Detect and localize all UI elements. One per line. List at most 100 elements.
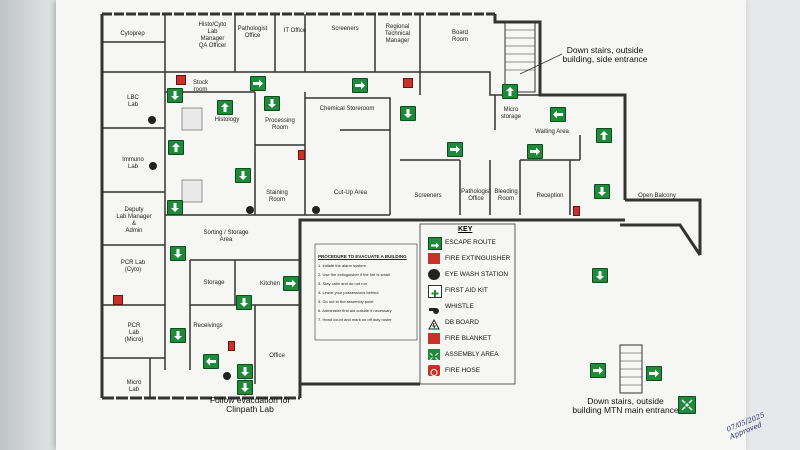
assembly-area-icon <box>678 396 696 414</box>
escape-arrow-icon <box>168 140 184 155</box>
fire-hose-icon <box>176 75 186 85</box>
fire-extinguisher-icon <box>573 206 580 216</box>
annotation-follow-evacuation: Follow evacuation for Clinpath Lab <box>209 395 291 414</box>
escape-arrow-icon <box>236 295 252 310</box>
eye-wash-icon <box>148 116 156 124</box>
key-label: EYE WASH STATION <box>445 271 509 278</box>
escape-arrow-icon <box>590 363 606 378</box>
fire-extinguisher-icon <box>228 341 235 351</box>
room-label-regional-technical-manager: Regional Technical Manager <box>384 24 410 44</box>
room-label-pathologist-office-mid: Pathologist Office <box>461 189 491 202</box>
key-label: FIRST AID KIT <box>445 287 488 294</box>
escape-arrow-icon <box>352 78 368 93</box>
escape-arrow-icon <box>203 354 219 369</box>
key-item-db-board: DB BOARD <box>423 316 515 330</box>
room-label-it-office: IT Office <box>283 28 307 34</box>
fire-hose-icon <box>428 365 440 376</box>
fire-hose-icon <box>403 78 413 88</box>
escape-arrow-icon <box>646 366 662 381</box>
room-label-histology: Histology <box>214 117 240 123</box>
db-board-icon <box>428 317 440 330</box>
key-label: FIRE HOSE <box>445 367 481 374</box>
legend-key: KEY ESCAPE ROUTE FIRE EXTINGUISHER EYE W… <box>423 224 515 384</box>
escape-arrow-icon <box>596 128 612 143</box>
room-label-chemical-storeroom: Chemical Storeroom <box>319 106 375 112</box>
escape-arrow-icon <box>428 237 442 250</box>
escape-arrow-icon <box>264 96 280 111</box>
procedure-step: 4. Leave your possessions behind <box>318 290 379 295</box>
eye-wash-icon <box>428 269 440 280</box>
fire-hose-icon <box>113 295 123 305</box>
escape-arrow-icon <box>235 168 251 183</box>
escape-arrow-icon <box>237 380 253 395</box>
eye-wash-icon <box>312 206 320 214</box>
key-label: ESCAPE ROUTE <box>445 239 496 246</box>
escape-arrow-icon <box>502 84 518 99</box>
key-label: DB BOARD <box>445 319 479 326</box>
escape-arrow-icon <box>167 88 183 103</box>
procedure-step: 1. Initiate the alarm system <box>318 263 366 268</box>
room-label-receivings: Receivings <box>193 323 223 329</box>
escape-arrow-icon <box>592 268 608 283</box>
evacuation-procedure: PROCEDURE TO EVACUATE A BUILDING 1. Init… <box>318 252 416 324</box>
room-label-cut-up-area: Cut-Up Area <box>333 190 367 196</box>
procedure-step: 5. Go out to the assembly point <box>318 299 374 304</box>
key-label: FIRE EXTINGUISHER <box>445 255 511 262</box>
whistle-icon <box>428 301 440 314</box>
escape-arrow-icon <box>527 144 543 159</box>
key-item-escape-route: ESCAPE ROUTE <box>423 236 515 250</box>
room-label-board-room: Board Room <box>451 30 468 43</box>
escape-arrow-icon <box>400 106 416 121</box>
escape-arrow-icon <box>167 200 183 215</box>
key-item-whistle: WHISTLE <box>423 300 515 314</box>
escape-arrow-icon <box>170 246 186 261</box>
fire-extinguisher-icon <box>428 253 440 264</box>
escape-arrow-icon <box>170 328 186 343</box>
room-label-pcr-lab-cyto: PCR Lab (Cyto) <box>120 260 146 273</box>
key-item-fire-extinguisher: FIRE EXTINGUISHER <box>423 252 515 266</box>
room-label-pathologist-office-top: Pathologist Office <box>237 26 268 39</box>
key-item-eye-wash: EYE WASH STATION <box>423 268 515 282</box>
key-label: FIRE BLANKET <box>445 335 492 342</box>
key-item-fire-hose: FIRE HOSE <box>423 364 515 378</box>
escape-arrow-icon <box>594 184 610 199</box>
assembly-area-icon <box>428 349 440 361</box>
escape-arrow-icon <box>217 100 233 115</box>
annotation-down-stairs-side: Down stairs, outside building, side entr… <box>562 45 648 64</box>
eye-wash-icon <box>246 206 254 214</box>
room-label-staining-room: Staining Room <box>266 190 288 203</box>
key-title: KEY <box>458 226 473 233</box>
room-label-kitchen: Kitchen <box>259 281 280 287</box>
room-label-reception: Reception <box>536 193 564 199</box>
room-label-office: Office <box>269 353 285 359</box>
room-label-screeners-mid: Screeners <box>414 193 442 199</box>
room-label-immuno-lab: Immuno Lab <box>122 157 144 170</box>
room-label-storage: Storage <box>203 280 225 286</box>
annotation-down-stairs-main: Down stairs, outside building MTN main e… <box>572 396 679 415</box>
procedure-step: 6. Administer first aid outside if neces… <box>318 308 392 313</box>
room-label-cytoprep: Cytoprep <box>120 31 145 37</box>
room-label-pcr-lab-micro: PCR Lab (Micro) <box>124 323 144 343</box>
room-label-stock-room: Stock room <box>192 80 208 93</box>
key-item-assembly-area: ASSEMBLY AREA <box>423 348 515 362</box>
procedure-step: 2. Use fire extinguisher if the fire is … <box>318 272 390 277</box>
escape-arrow-icon <box>250 76 266 91</box>
procedure-step: 3. Stay calm and do not run <box>318 281 367 286</box>
escape-arrow-icon <box>550 107 566 122</box>
room-label-processing-room: Processing Room <box>265 118 295 131</box>
room-label-deputy-lab-manager: Deputy Lab Manager & Admin <box>116 207 152 234</box>
room-label-screeners-top: Screeners <box>331 26 359 32</box>
key-item-fire-blanket: FIRE BLANKET <box>423 332 515 346</box>
procedure-step: 7. Head count and mark on off duty roste… <box>318 317 392 322</box>
room-label-open-balcony: Open Balcony <box>638 193 676 199</box>
escape-arrow-icon <box>283 276 299 291</box>
escape-arrow-icon <box>447 142 463 157</box>
room-label-histo-cyto-manager: Histo/Cyto Lab Manager QA Officer <box>198 22 227 49</box>
key-label: WHISTLE <box>445 303 474 310</box>
key-item-first-aid: FIRST AID KIT <box>423 284 515 298</box>
key-label: ASSEMBLY AREA <box>445 351 499 358</box>
room-label-micro-lab: Micro Lab <box>126 380 142 393</box>
room-label-bleeding-room: Bleeding Room <box>494 189 518 202</box>
procedure-title: PROCEDURE TO EVACUATE A BUILDING <box>318 254 407 259</box>
